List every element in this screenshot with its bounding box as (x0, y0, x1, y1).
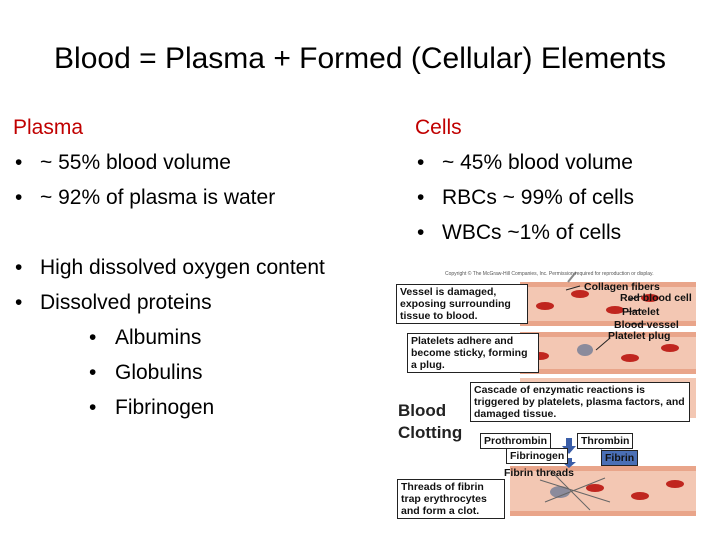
cells-column: Cells ~ 45% blood volume RBCs ~ 99% of c… (415, 110, 715, 250)
cells-bullet-1: ~ 45% blood volume (415, 145, 715, 180)
label-platelet-plug: Platelet plug (608, 330, 671, 342)
step-cascade: Cascade of enzymatic reactions is trigge… (470, 382, 690, 422)
vessel-segment-1 (520, 271, 696, 326)
vessel-segment-2 (520, 332, 696, 374)
protein-fibrinogen: Fibrinogen (13, 390, 378, 425)
plasma-column: Plasma ~ 55% blood volume ~ 92% of plasm… (13, 110, 378, 425)
plasma-heading: Plasma (13, 116, 84, 139)
figure-copyright: Copyright © The McGraw-Hill Companies, I… (445, 271, 654, 277)
protein-globulins: Globulins (13, 355, 378, 390)
label-fibrin-threads: Fibrin threads (504, 467, 575, 479)
cells-bullet-3: WBCs ~1% of cells (415, 215, 715, 250)
vessel-segment-4 (510, 466, 696, 516)
box-fibrin: Fibrin (601, 450, 639, 466)
label-platelet: Platelet (622, 306, 660, 318)
label-blood-vessel: Blood vessel (614, 319, 679, 331)
plasma-bullet-1: ~ 55% blood volume (13, 145, 378, 180)
step-vessel-damaged: Vessel is damaged, exposing surrounding … (396, 284, 528, 324)
box-prothrombin: Prothrombin (480, 433, 551, 449)
callout-lines (565, 285, 646, 351)
protein-albumins: Albumins (13, 320, 378, 355)
label-rbc: Red blood cell (620, 292, 692, 304)
slide-title: Blood = Plasma + Formed (Cellular) Eleme… (54, 42, 666, 75)
plasma-bullet-4: Dissolved proteins (13, 285, 378, 320)
step-platelets-adhere: Platelets adhere and become sticky, form… (407, 333, 539, 373)
figure-big-label: Blood Clotting (398, 401, 463, 442)
cells-bullet-2: RBCs ~ 99% of cells (415, 180, 715, 215)
plasma-bullet-2: ~ 92% of plasma is water (13, 180, 378, 215)
plasma-bullet-3: High dissolved oxygen content (13, 250, 378, 285)
box-thrombin: Thrombin (577, 433, 634, 449)
cells-heading: Cells (415, 116, 462, 139)
blood-clotting-figure: Copyright © The McGraw-Hill Companies, I… (380, 270, 696, 519)
step-fibrin-threads: Threads of fibrin trap erythrocytes and … (397, 479, 505, 519)
label-collagen: Collagen fibers (584, 281, 660, 293)
box-fibrinogen: Fibrinogen (506, 448, 569, 464)
